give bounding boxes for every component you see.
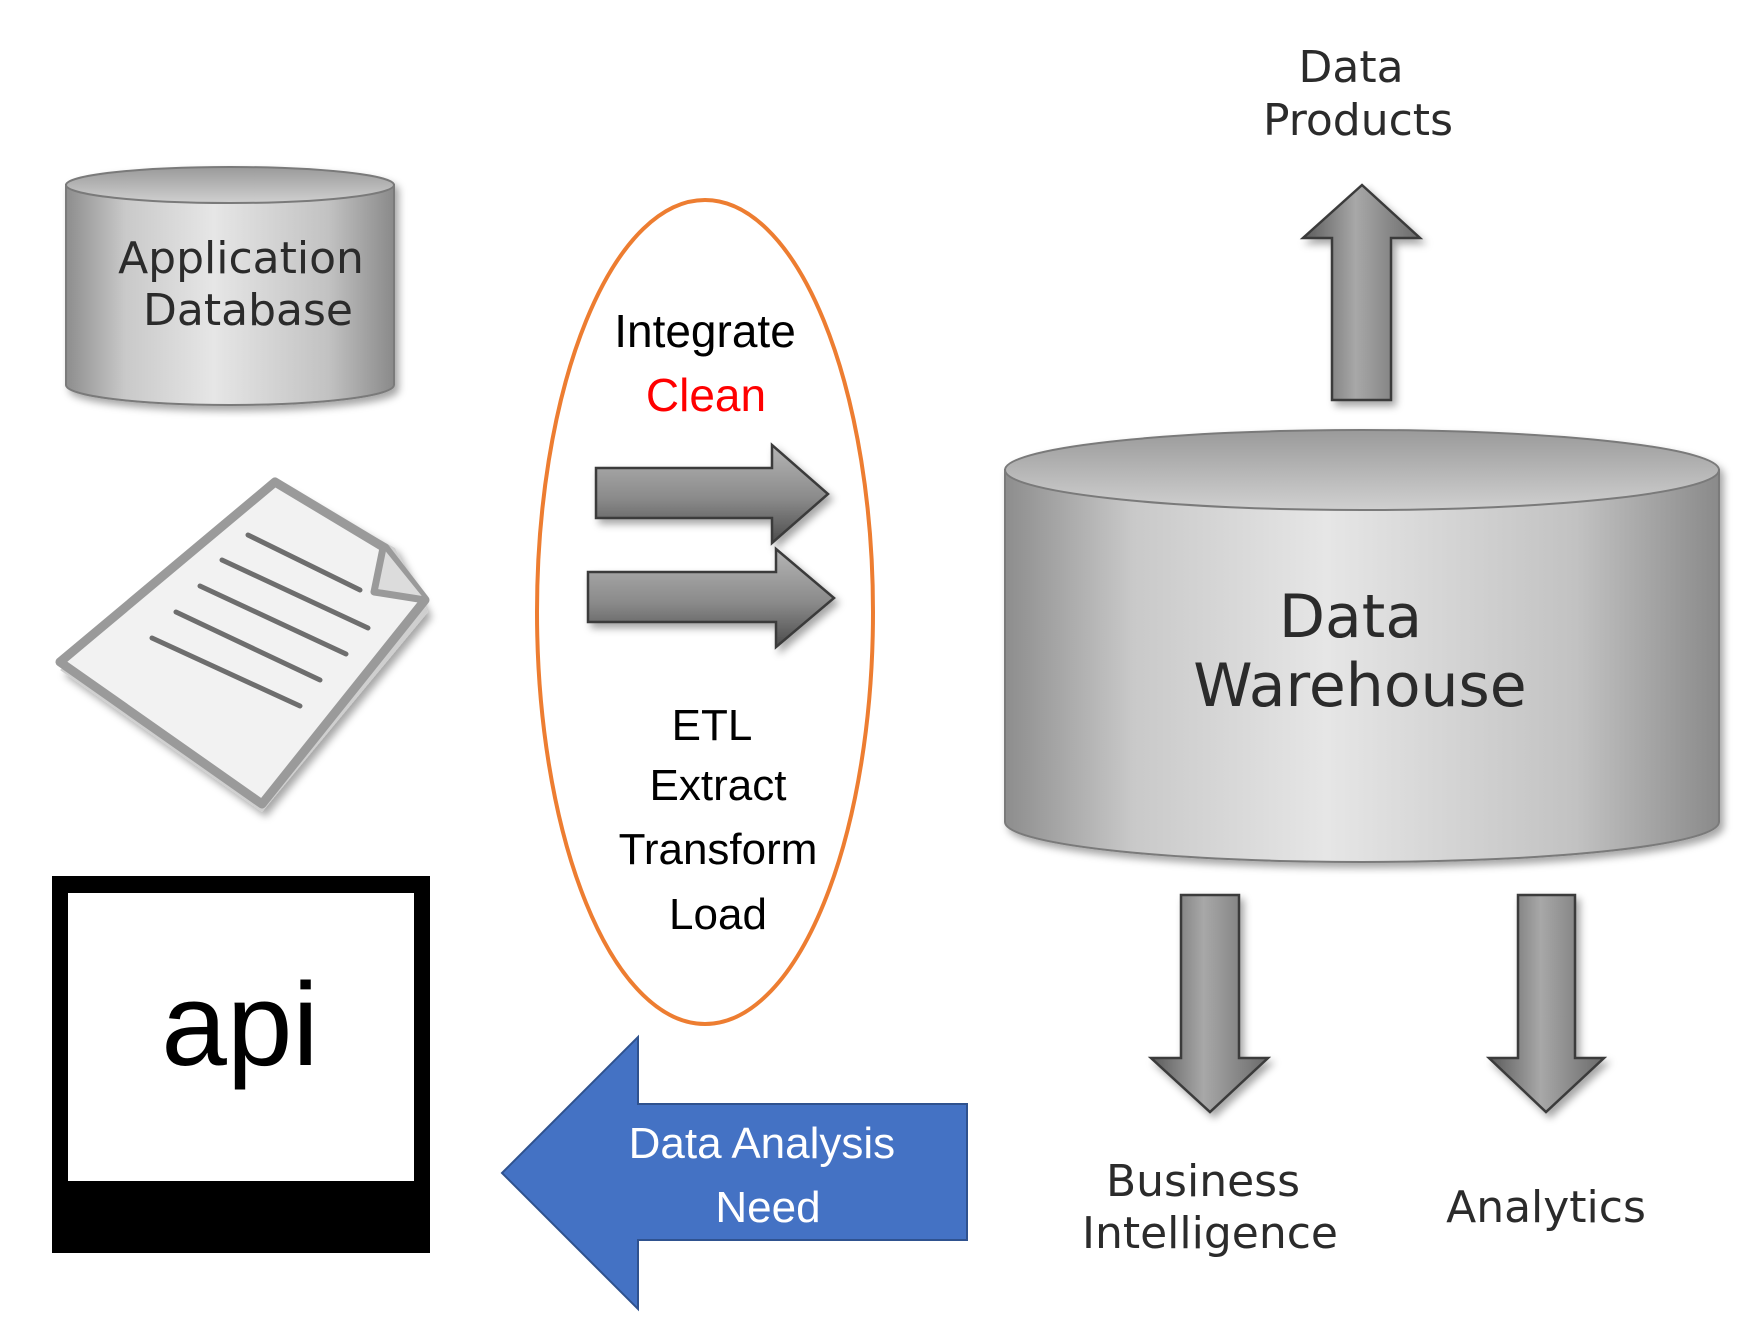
business-intelligence-line-2: Intelligence xyxy=(1082,1208,1338,1259)
data-products-line-2: Products xyxy=(1263,95,1453,146)
up-arrow-data-products xyxy=(1299,183,1424,402)
etl-process-ellipse xyxy=(535,198,875,1026)
transform-label: Transform xyxy=(619,825,818,874)
extract-label: Extract xyxy=(650,761,787,810)
down-arrow-business-intelligence xyxy=(1147,893,1272,1114)
data-warehouse-line-1: Data xyxy=(1279,582,1422,652)
etl-right-arrow-1 xyxy=(594,442,830,546)
business-intelligence-line-1: Business xyxy=(1106,1156,1300,1207)
etl-right-arrow-2 xyxy=(586,546,836,650)
data-analysis-need-label: Data Analysis Need xyxy=(629,1119,908,1232)
application-database-cylinder xyxy=(65,166,395,406)
api-logo: api xyxy=(52,876,430,1253)
data-analysis-need-line-2: Need xyxy=(715,1183,820,1232)
database-label: Application Database xyxy=(118,233,378,336)
down-arrow-analytics xyxy=(1485,893,1608,1114)
data-warehouse-label: Data Warehouse xyxy=(1193,582,1526,721)
database-label-line-2: Database xyxy=(143,285,353,336)
clean-label: Clean xyxy=(646,369,766,421)
data-products-label: Data Products xyxy=(1263,42,1453,146)
load-label: Load xyxy=(669,890,767,939)
data-analysis-need-arrow xyxy=(500,1034,968,1312)
analytics-label: Analytics xyxy=(1446,1182,1646,1233)
data-warehouse-cylinder xyxy=(1004,429,1720,863)
business-intelligence-label: Business Intelligence xyxy=(1082,1156,1338,1259)
api-label: api xyxy=(161,959,318,1091)
document-icon xyxy=(55,477,430,812)
data-analysis-need-line-1: Data Analysis xyxy=(629,1119,896,1168)
data-products-line-1: Data xyxy=(1298,42,1403,93)
data-warehouse-line-2: Warehouse xyxy=(1193,651,1526,721)
etl-title: ETL xyxy=(672,701,753,750)
database-label-line-1: Application xyxy=(118,233,364,284)
integrate-label: Integrate xyxy=(614,305,796,357)
